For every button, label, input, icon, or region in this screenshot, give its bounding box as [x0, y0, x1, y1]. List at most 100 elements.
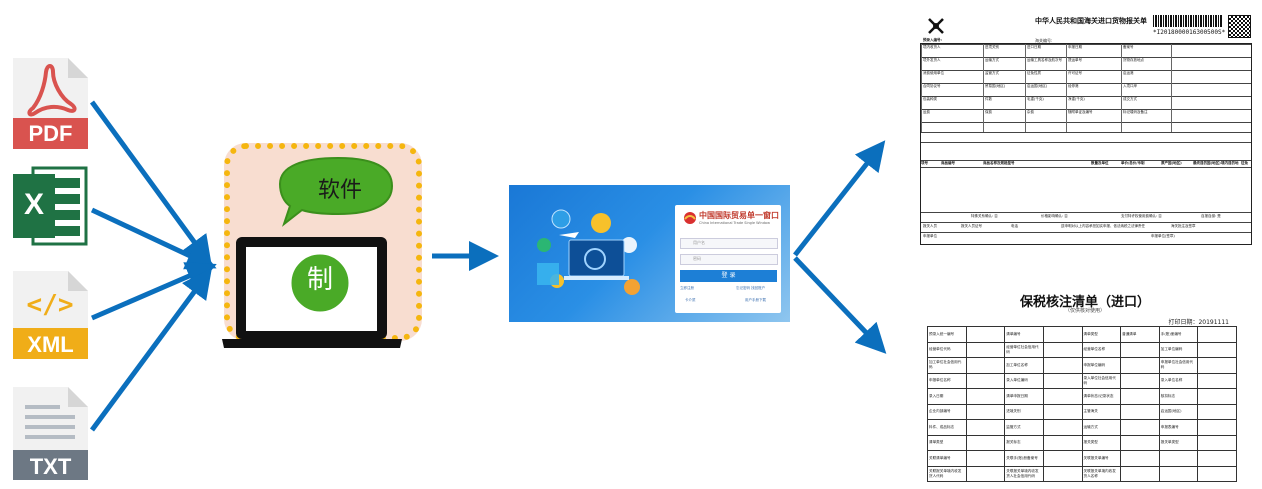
bonded-field-value: 普通清单 — [1120, 326, 1160, 343]
bonded-field-label: 申报表编号 — [1158, 419, 1199, 436]
pdf-label: PDF — [28, 121, 73, 146]
bonded-list-table: 预录入统一编号清单编号清单类型普通清单手(账)册编号经营单位代码经营单位社会信用… — [927, 326, 1237, 482]
grid-line — [921, 167, 1251, 168]
grid-column — [983, 44, 984, 132]
bonded-field-value — [1197, 450, 1237, 467]
bonded-field-label: 进境关别 — [1004, 403, 1044, 420]
goods-column-header: 数量及单位 — [1091, 161, 1109, 165]
grid-line — [921, 132, 1251, 133]
bonded-list-row: 企业内部编号进境关别主管海关启运国(地区) — [927, 403, 1237, 420]
username-input[interactable]: 用户名 — [680, 238, 778, 249]
goods-column-header: 项号 — [921, 161, 928, 165]
bonded-field-value — [965, 403, 1006, 420]
bonded-field-label: 关联报关单编号 — [1081, 450, 1122, 467]
declaration-title: 中华人民共和国海关进口货物报关单 — [1035, 17, 1147, 25]
declaration-field-label: 成交方式 — [1123, 97, 1137, 101]
laptop-icon — [222, 156, 402, 348]
bonded-field-value — [1197, 357, 1237, 374]
grid-column — [1171, 44, 1172, 132]
bonded-list-print-date: 打印日期：20191111 — [1168, 319, 1229, 326]
username-placeholder: 用户名 — [693, 240, 705, 245]
bonded-list-row: 关联报关单境内收发货人代码 关联报关单境内收发货人社会信用代码 关联报关单境内收发货… — [927, 465, 1237, 482]
bonded-field-label: 关联报关单境内收发货人社会信用代码 — [1004, 465, 1044, 482]
bonded-field-label: 报关类型 — [1081, 434, 1122, 451]
declaration-field-label: 境内收货人 — [923, 45, 941, 49]
forgot-password-link[interactable]: 忘记密码 找回账户 — [736, 286, 766, 290]
login-button[interactable]: 登 录 — [680, 270, 777, 282]
bonded-field-label: 关联手(账)册备案号 — [1004, 450, 1044, 467]
bonded-list-title: 保税核注清单（进口） — [1019, 295, 1150, 310]
bonded-field-label: 手(账)册编号 — [1158, 326, 1199, 343]
bonded-list-row: 经营单位代码经营单位社会信用代码经营单位名称加工单位编码 — [927, 341, 1237, 358]
bonded-field-value — [1042, 357, 1083, 374]
bonded-field-value — [1042, 450, 1083, 467]
bonded-field-value — [965, 372, 1006, 389]
arrow-pdf-to-software — [89, 100, 212, 267]
bonded-field-label: 预录入统一编号 — [927, 326, 967, 343]
bonded-field-value — [1042, 372, 1083, 389]
grid-line — [921, 109, 1251, 110]
bonded-field-value — [1042, 419, 1083, 436]
bonded-list-row: 料件、成品标志监管方式运输方式申报表编号 — [927, 419, 1237, 436]
bonded-field-value — [1042, 341, 1083, 358]
portal-logo-title: 中国国际贸易单一窗口 — [699, 211, 779, 220]
make-label: 制 — [306, 265, 333, 295]
declaration-field-label: 入境口岸 — [1123, 84, 1137, 88]
bonded-field-value — [1120, 450, 1160, 467]
bonded-field-value — [965, 341, 1006, 358]
bonded-field-label: 加工单位社会信用代码 — [927, 357, 967, 374]
bonded-field-label: 清单类型 — [927, 434, 967, 451]
bonded-field-label: 运输方式 — [1081, 419, 1122, 436]
declaration-field-label: 消费使用单位 — [923, 71, 944, 75]
declaration-field-label: 标记唛码及备注 — [1123, 110, 1148, 114]
goods-column-header: 原产国(地区) — [1161, 161, 1182, 165]
declaration-field-label: 征免性质 — [1027, 71, 1041, 75]
bonded-field-label: 经营单位代码 — [927, 341, 967, 358]
bonded-field-label: 关联报关单境内收发货人名称 — [1081, 465, 1122, 482]
manual-download-link[interactable]: 用户手册下载 — [745, 298, 766, 302]
declaration-footer-label: 特殊关系确认: 否 — [971, 214, 998, 218]
grid-column — [1121, 44, 1122, 132]
bonded-list-row: 预录入统一编号 清单编号 清单类型普通清单手(账)册编号 — [927, 326, 1237, 343]
bonded-field-value — [1120, 372, 1160, 389]
bonded-field-label: 清单编号 — [1004, 326, 1044, 343]
grid-column — [1025, 44, 1026, 132]
password-placeholder: 密码 — [693, 256, 701, 261]
declaration-field-label: 件数 — [985, 97, 992, 101]
declaration-field-label: 备案号 — [1123, 45, 1134, 49]
bonded-field-value — [1197, 434, 1237, 451]
declaration-footer-label: 报关人员证号 — [961, 224, 982, 228]
bonded-field-label: 关联报关单境内收发货人代码 — [927, 465, 967, 482]
goods-column-header: 境内目的地 — [1221, 161, 1239, 165]
bonded-field-label: 清单状态/记录状态 — [1081, 388, 1122, 405]
bonded-field-label: 清单申报日期 — [1004, 388, 1044, 405]
goods-column-header: 商品名称及规格型号 — [983, 161, 1015, 165]
declaration-barcode-number: *I2018000016300500S* — [1153, 29, 1226, 36]
password-input[interactable]: 密码 — [680, 254, 778, 265]
bonded-field-label: 加工单位编码 — [1158, 341, 1199, 358]
declaration-qr-code — [1228, 15, 1251, 38]
bonded-field-label: 清单类型 — [1081, 326, 1122, 343]
bonded-field-value — [1197, 388, 1237, 405]
bonded-field-label — [1158, 450, 1199, 467]
bonded-list-row: 清单类型报关标志报关类型报关单类型 — [927, 434, 1237, 451]
portal-logo-subtitle: China International Trade Single Window — [699, 221, 770, 225]
arrow-txt-to-software — [89, 267, 212, 432]
goods-column-header: 征免 — [1241, 161, 1248, 165]
customs-number-label: 海关编号: — [1035, 38, 1053, 43]
bonded-field-value — [1197, 403, 1237, 420]
declaration-field-label: 境外发货人 — [923, 58, 941, 62]
bonded-field-value — [1042, 326, 1083, 343]
bonded-field-value — [1042, 465, 1083, 482]
grid-line — [921, 70, 1251, 71]
card-login-link[interactable]: 卡介质 — [685, 298, 696, 302]
declaration-field-label: 保费 — [985, 110, 992, 114]
grid-line — [921, 212, 1251, 213]
portal-logo-icon — [684, 212, 696, 224]
register-link[interactable]: 立即注册 — [680, 286, 694, 290]
grid-line — [921, 142, 1251, 143]
declaration-field-label: 启运国(地区) — [1027, 84, 1048, 88]
bonded-field-label: 录入日期 — [927, 388, 967, 405]
bonded-field-value — [965, 434, 1006, 451]
bonded-field-value — [1042, 388, 1083, 405]
